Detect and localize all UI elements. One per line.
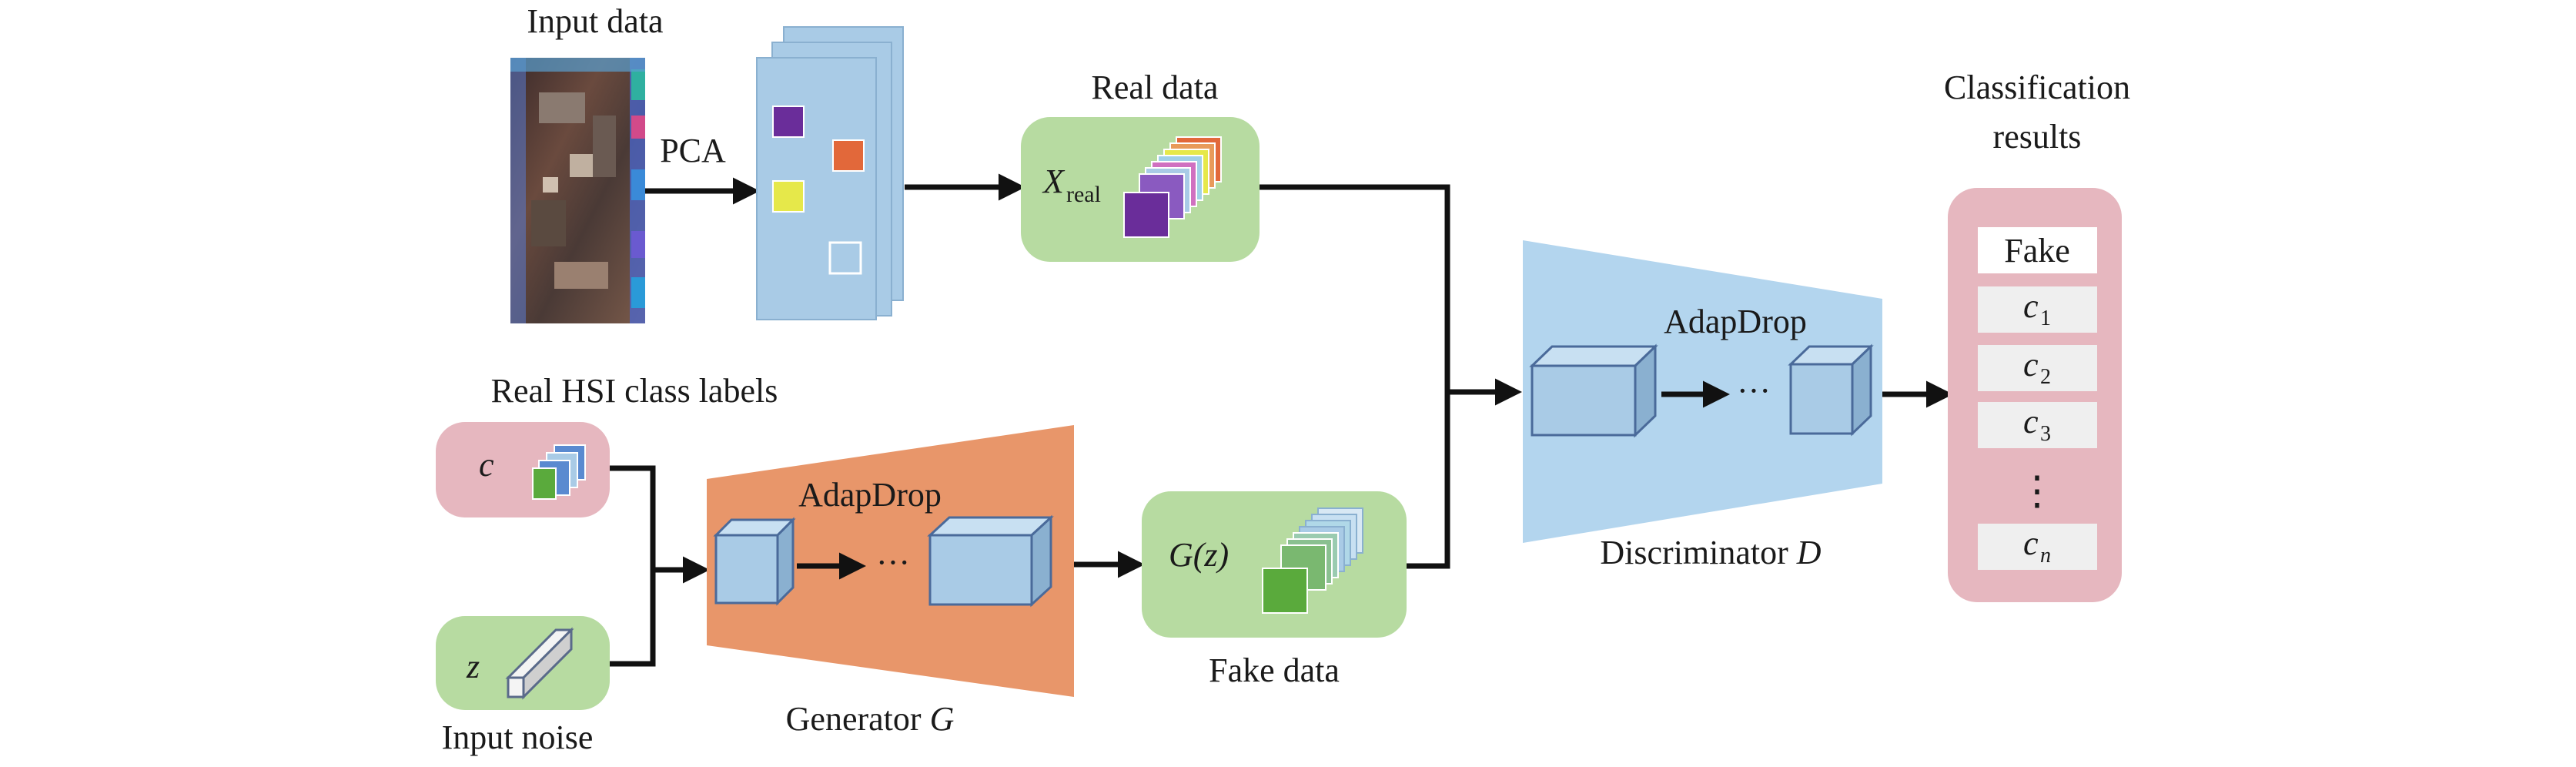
purple-patch <box>772 106 805 138</box>
class-3-base: c <box>2023 403 2039 440</box>
x-real-subscript: real <box>1066 182 1101 207</box>
class-3-sub: 3 <box>2040 422 2051 446</box>
class-cell-2 <box>1978 345 2097 391</box>
fake-class-cell <box>1978 227 2097 273</box>
discriminator-ellipsis: ··· <box>1737 372 1771 410</box>
yellow-patch <box>772 180 805 213</box>
class-n-sub: n <box>2040 544 2051 568</box>
class-cell-3 <box>1978 402 2097 448</box>
generator-ellipsis: ··· <box>876 544 910 581</box>
input-data-label: Input data <box>527 2 663 40</box>
real-data-stack <box>1123 136 1222 238</box>
noise-title: Input noise <box>442 718 594 756</box>
generator-inner-label: AdapDrop <box>798 476 942 514</box>
fake-class-label: Fake <box>2004 232 2070 270</box>
generator-cube-1 <box>713 517 796 606</box>
fake-connector <box>1407 389 1450 569</box>
gz-symbol: G(z) <box>1169 536 1229 574</box>
pca-panels <box>756 26 904 320</box>
generator-cube-2 <box>927 514 1054 608</box>
label-cube-stack <box>532 444 586 500</box>
results-title-line2: results <box>1993 118 2082 156</box>
real-connector <box>1260 184 1450 394</box>
real-labels-title: Real HSI class labels <box>491 372 778 410</box>
fake-data-title: Fake data <box>1209 651 1340 689</box>
orange-patch <box>832 139 865 172</box>
discriminator-cube-2 <box>1788 343 1874 437</box>
class-n-base: c <box>2023 524 2039 562</box>
blue-patch <box>828 241 862 275</box>
hsi-image <box>510 58 645 323</box>
generator-caption: Generator G <box>786 700 955 738</box>
noise-connector <box>610 570 656 667</box>
discriminator-inner-label: AdapDrop <box>1664 303 1807 340</box>
fake-data-stack <box>1262 507 1363 614</box>
vdots: ⋮ <box>2017 470 2057 514</box>
real-data-title: Real data <box>1092 69 1219 106</box>
pca-label: PCA <box>660 132 726 169</box>
discriminator-cube-1 <box>1529 343 1658 438</box>
label-connector <box>610 465 656 570</box>
class-cell-1 <box>1978 286 2097 333</box>
x-real-symbol: X <box>1042 162 1066 200</box>
class-cell-n <box>1978 524 2097 570</box>
generator-body <box>707 425 1074 697</box>
class-1-base: c <box>2023 287 2039 325</box>
class-1-sub: 1 <box>2040 306 2051 330</box>
results-title-line1: Classification <box>1944 69 2130 106</box>
noise-bar <box>505 627 574 700</box>
c-symbol: c <box>479 446 494 484</box>
z-symbol: z <box>466 648 480 685</box>
discriminator-caption: Discriminator D <box>1600 534 1821 571</box>
class-2-sub: 2 <box>2040 365 2051 389</box>
class-2-base: c <box>2023 346 2039 384</box>
